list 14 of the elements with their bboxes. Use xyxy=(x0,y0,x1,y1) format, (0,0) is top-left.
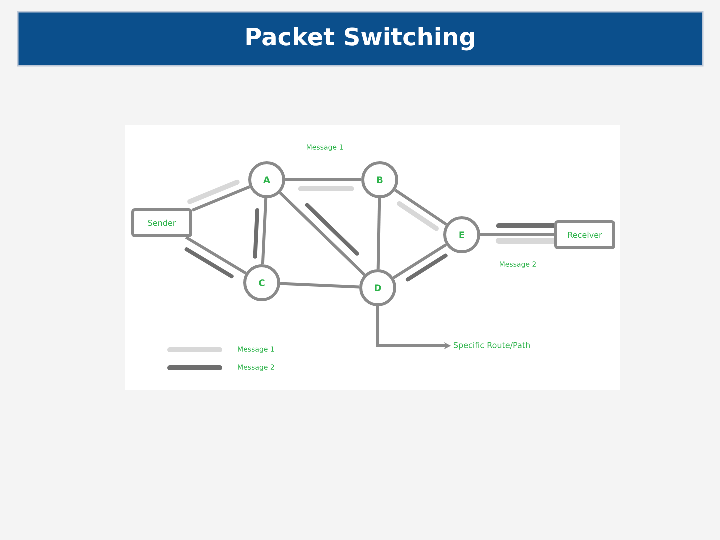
connector xyxy=(392,244,448,280)
terminal-box: Receiver xyxy=(554,220,616,250)
route-label: Specific Route/Path xyxy=(454,342,530,350)
connector xyxy=(480,234,554,236)
connector xyxy=(394,189,448,226)
connector xyxy=(185,236,247,275)
terminal-box: Sender xyxy=(132,208,192,238)
connector xyxy=(192,186,250,212)
title-bar: Packet Switching xyxy=(17,11,704,67)
connector xyxy=(261,198,268,265)
connector xyxy=(286,178,362,182)
connector xyxy=(280,282,360,289)
connector xyxy=(279,192,366,276)
connector xyxy=(376,198,382,270)
